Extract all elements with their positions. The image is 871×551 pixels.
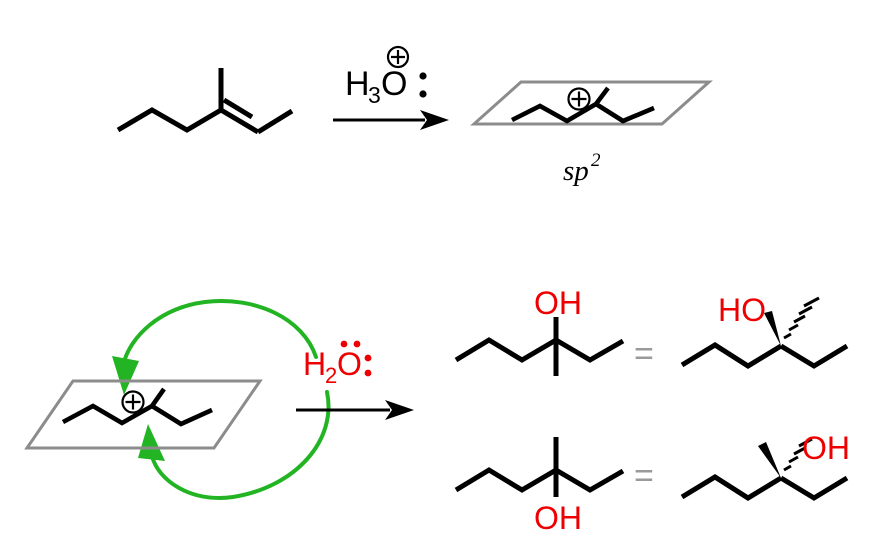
alkene-chain-bonds — [116, 107, 223, 133]
product-b-stereo-right-chain — [779, 475, 849, 501]
cation-left-chain — [510, 102, 598, 124]
product-b-stereo-left-chain — [680, 474, 783, 501]
cation-right-chain — [594, 102, 655, 124]
product-flat-bottom: OH — [454, 437, 625, 536]
sp2-plane-parallelogram-bottom — [24, 379, 263, 450]
reaction-arrow-head — [420, 110, 449, 130]
product-stereo-bottom: OH — [680, 430, 850, 501]
cation-methyl-bond — [594, 86, 610, 106]
hydronium-h: H — [345, 65, 370, 103]
product-a-oh-label: OH — [534, 285, 582, 321]
carbocation-charge-icon-bottom — [121, 390, 145, 414]
carbocation-intermediate-top: sp 2 — [470, 80, 713, 187]
bottom-face-attack-curve — [150, 390, 331, 500]
product-b-stereo-oh-label: OH — [802, 430, 850, 466]
product-a-stereo-left-chain — [680, 342, 783, 369]
water-subscript: 2 — [325, 363, 337, 388]
water-o: O — [337, 346, 362, 382]
carbocation-charge-icon-top — [567, 87, 591, 111]
positive-charge-icon — [386, 45, 410, 69]
alkene-terminal-methyl-bond — [256, 108, 294, 135]
sp2-label: sp — [563, 155, 589, 187]
reaction-arrow-head-2 — [385, 400, 414, 420]
lone-pair-icon — [419, 72, 427, 98]
carbocation-intermediate-bottom — [24, 379, 263, 450]
product-a-right-chain — [554, 337, 625, 363]
product-a-stereo-oh-label: HO — [718, 292, 766, 328]
hydronium-o: O — [381, 65, 407, 103]
sp2-plane-parallelogram — [470, 80, 713, 126]
sp2-label-superscript: 2 — [591, 150, 601, 171]
bottom-face-attack-arrowhead — [138, 424, 165, 461]
product-a-stereo-right-chain — [779, 343, 849, 369]
reagent-hydronium: H 3 O — [345, 45, 427, 108]
top-face-attack-curve — [122, 299, 318, 364]
reagent-water: H 2 O — [303, 340, 372, 388]
cation-right-chain-bottom — [150, 404, 213, 427]
reaction-arrow-step1 — [333, 110, 449, 130]
water-lone-pair-right-icon — [364, 354, 372, 377]
product-b-oh-hash — [783, 437, 813, 472]
hydronium-subscript: 3 — [368, 82, 381, 108]
product-a-left-chain — [454, 337, 558, 363]
nucleophilic-attack-arrows — [112, 299, 331, 500]
top-face-attack-arrowhead — [112, 356, 139, 395]
product-stereo-top: HO — [680, 292, 849, 369]
product-b-right-chain — [554, 467, 625, 493]
product-flat-top: OH — [454, 285, 625, 376]
product-b-methyl-wedge — [758, 442, 781, 478]
reaction-arrow-step2 — [296, 400, 414, 420]
product-a-methyl-hash — [783, 296, 820, 340]
product-a-oh-wedge — [764, 311, 781, 346]
product-b-left-chain — [454, 467, 558, 493]
alkene-double-bond-front — [219, 107, 260, 135]
alkene-double-bond-back — [222, 97, 254, 120]
water-h: H — [303, 346, 326, 382]
equals-sign-top: = — [634, 335, 654, 373]
water-lone-pair-top-icon — [340, 340, 361, 348]
cation-left-chain-bottom — [61, 403, 154, 426]
reactant-alkene-structure — [116, 68, 294, 135]
equals-sign-bottom: = — [634, 457, 654, 495]
product-b-oh-label: OH — [534, 500, 582, 536]
cation-methyl-bond-bottom — [150, 387, 166, 408]
